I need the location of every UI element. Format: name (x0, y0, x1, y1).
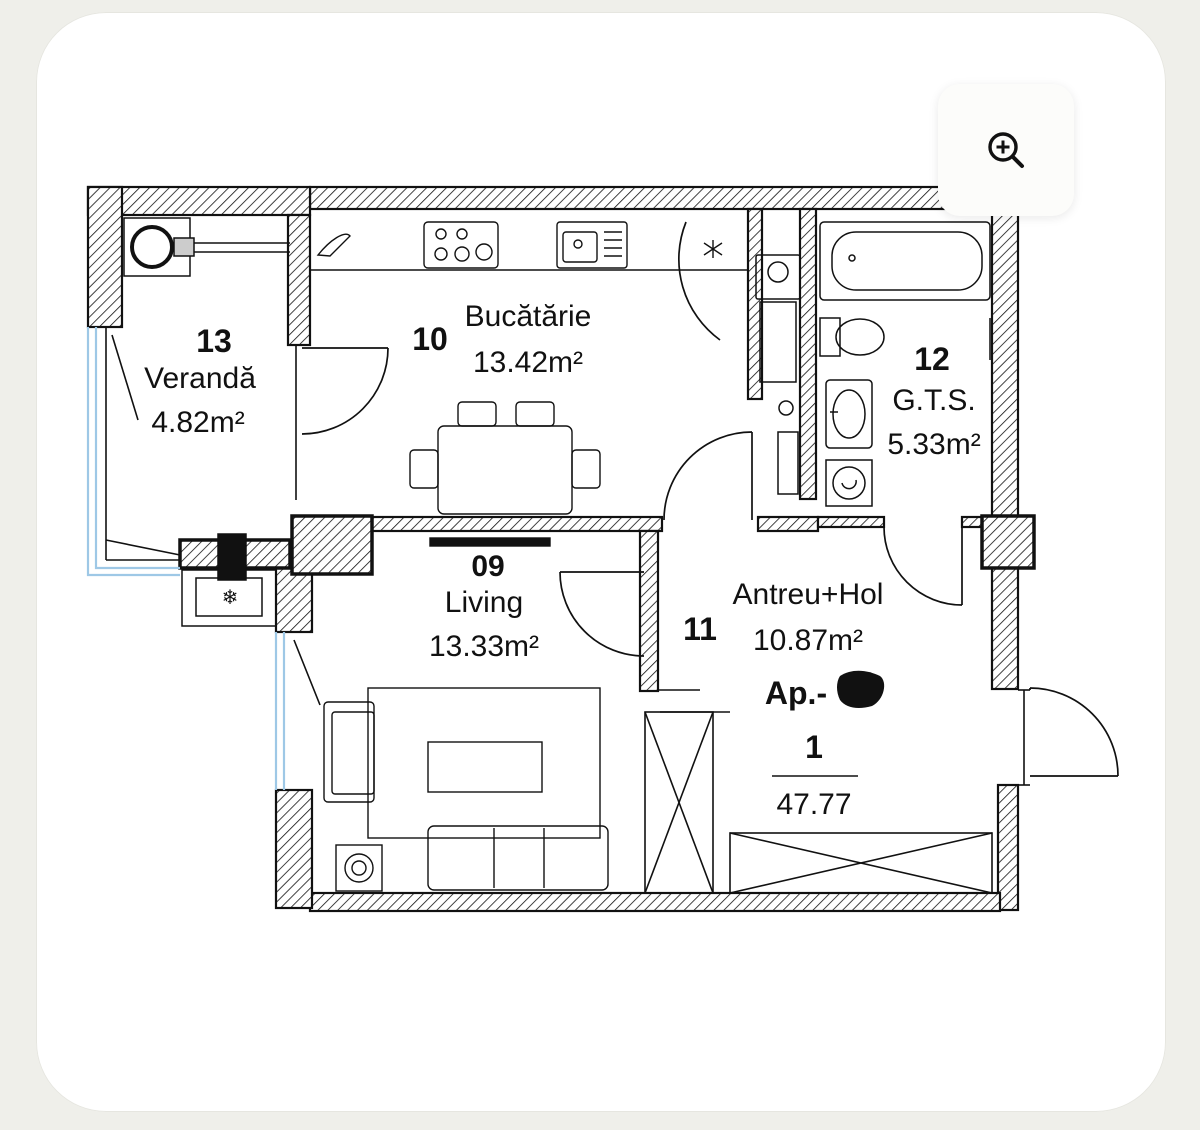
veranda-fixtures: ❄ (123, 217, 290, 627)
stove-icon (423, 221, 499, 269)
room-area: 13.33m² (429, 630, 539, 663)
room-living: 09 Living 13.33m² (429, 550, 539, 663)
boiler-icon (335, 844, 383, 892)
coffee-table-icon (427, 741, 543, 793)
tv-icon (429, 537, 551, 547)
washbasin-icon (825, 379, 873, 449)
dining-table (409, 401, 601, 515)
toilet-icon (819, 317, 841, 357)
washing-machine-icon (825, 459, 873, 507)
room-hall: 11 Antreu+Hol 10.87m² (683, 578, 883, 657)
room-kitchen: 10 Bucătărie 13.42m² (412, 300, 591, 379)
thin-lines (105, 269, 1030, 894)
apartment-summary: Ap.- 1 47.77 (765, 670, 885, 821)
sink-icon (556, 221, 628, 269)
room-number: 09 (471, 550, 504, 583)
rug (367, 687, 601, 839)
room-number: 13 (196, 323, 232, 359)
doors (301, 221, 1119, 777)
apartment-rooms: 1 (805, 729, 823, 765)
room-number: 12 (914, 341, 950, 377)
room-name: Antreu+Hol (733, 578, 884, 611)
windows (86, 327, 286, 790)
room-area: 10.87m² (753, 624, 863, 657)
room-name: Bucătărie (465, 300, 592, 333)
room-bathroom: 12 G.T.S. 5.33m² (887, 341, 980, 461)
room-area: 4.82m² (151, 406, 244, 439)
fridge-icon (703, 240, 723, 258)
sofa-icon (427, 825, 609, 891)
bathroom-fixtures (755, 221, 991, 507)
room-area: 13.42m² (473, 346, 583, 379)
faucet-icon (316, 233, 351, 257)
redaction-mark (837, 670, 885, 708)
room-name: Verandă (144, 362, 256, 395)
room-veranda: 13 Verandă 4.82m² (144, 323, 256, 439)
living-furniture (323, 537, 609, 892)
apartment-label: Ap.- (765, 675, 827, 711)
zoom-in-icon (988, 132, 1024, 168)
room-name: G.T.S. (892, 384, 975, 417)
snowflake-icon: ❄ (222, 585, 239, 609)
room-name: Living (445, 586, 523, 619)
apartment-total-area: 47.77 (776, 788, 851, 821)
bathtub-icon (819, 221, 991, 301)
room-number: 11 (683, 611, 717, 647)
kitchen-fixtures (316, 221, 723, 269)
room-area: 5.33m² (887, 428, 980, 461)
walls (86, 185, 1020, 913)
room-number: 10 (412, 321, 448, 357)
zoom-button[interactable] (938, 84, 1074, 216)
